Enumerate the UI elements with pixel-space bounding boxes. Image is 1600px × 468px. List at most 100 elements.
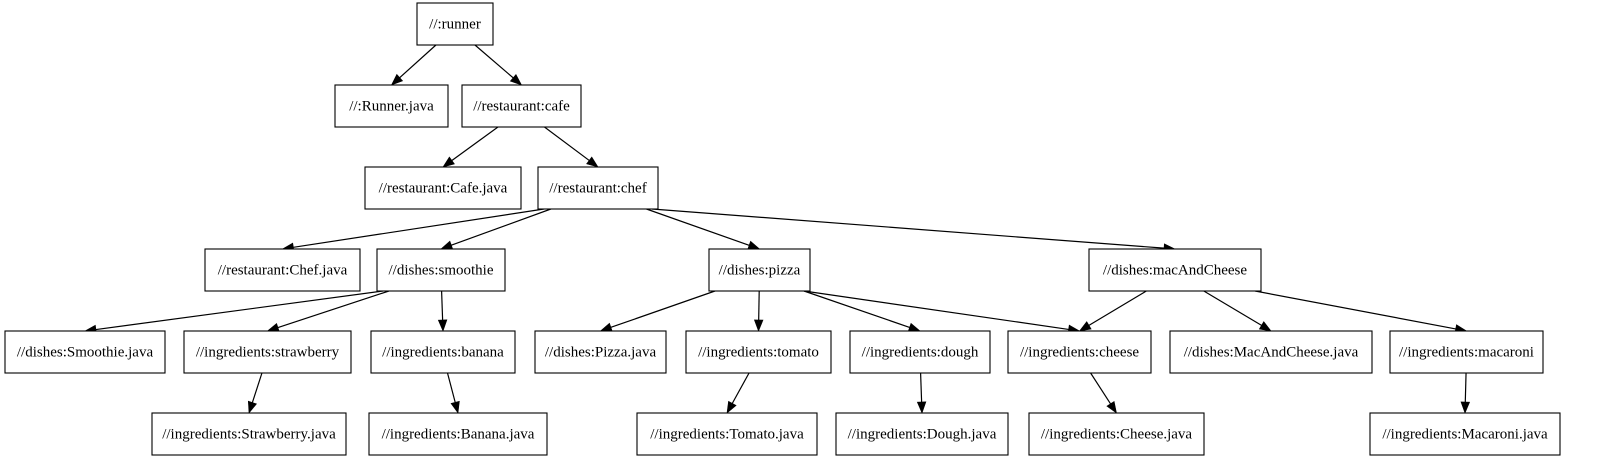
graph-node-label: //ingredients:cheese bbox=[1020, 344, 1139, 360]
graph-node-cheese-java[interactable]: //ingredients:Cheese.java bbox=[1028, 412, 1205, 456]
graph-edge-arrowhead bbox=[1106, 400, 1117, 414]
graph-edge bbox=[646, 208, 750, 246]
graph-edge bbox=[446, 372, 456, 403]
graph-node-box bbox=[1007, 330, 1152, 374]
graph-node-label: //ingredients:Macaroni.java bbox=[1382, 426, 1548, 442]
graph-node-box bbox=[204, 248, 361, 292]
graph-node-label: //dishes:MacAndCheese.java bbox=[1184, 344, 1359, 360]
graph-edge-arrowhead bbox=[437, 319, 448, 332]
graph-node-ing-tomato[interactable]: //ingredients:tomato bbox=[685, 330, 832, 374]
graph-edge bbox=[399, 44, 437, 79]
graph-node-box bbox=[537, 166, 659, 210]
graph-node-box bbox=[1369, 412, 1561, 456]
edges-layer bbox=[84, 44, 1471, 414]
graph-edge bbox=[277, 290, 390, 329]
graph-node-box bbox=[368, 412, 548, 456]
graph-edge bbox=[651, 208, 1165, 249]
graph-node-smoothie-java[interactable]: //dishes:Smoothie.java bbox=[4, 330, 166, 374]
graph-node-label: //ingredients:Strawberry.java bbox=[162, 426, 336, 442]
graph-node-ing-macaroni[interactable]: //ingredients:macaroni bbox=[1389, 330, 1544, 374]
graph-node-restaurant-chef[interactable]: //restaurant:chef bbox=[537, 166, 659, 210]
graph-edge-arrowhead bbox=[1078, 321, 1092, 332]
graph-node-label: //:runner bbox=[429, 16, 481, 32]
graph-node-box bbox=[1389, 330, 1544, 374]
graph-node-box bbox=[1088, 248, 1262, 292]
graph-node-runner[interactable]: //:runner bbox=[416, 2, 494, 46]
graph-edge-arrowhead bbox=[390, 73, 404, 86]
graph-node-box bbox=[364, 166, 522, 210]
graph-node-strawberry-java[interactable]: //ingredients:Strawberry.java bbox=[151, 412, 347, 456]
graph-node-box bbox=[370, 330, 516, 374]
graph-edge bbox=[293, 208, 545, 248]
graph-node-dishes-pizza[interactable]: //dishes:pizza bbox=[708, 248, 811, 292]
graph-node-dishes-macandcheese[interactable]: //dishes:macAndCheese bbox=[1088, 248, 1262, 292]
graph-edge-arrowhead bbox=[753, 319, 764, 332]
nodes-layer: //:runner //:Runner.java //restaurant:cafe… bbox=[4, 2, 1561, 456]
graph-node-label: //ingredients:Cheese.java bbox=[1041, 426, 1193, 442]
graph-node-ing-strawberry[interactable]: //ingredients:strawberry bbox=[183, 330, 352, 374]
graph-node-tomato-java[interactable]: //ingredients:Tomato.java bbox=[636, 412, 818, 456]
graph-node-label: //ingredients:dough bbox=[862, 344, 979, 360]
graph-node-banana-java[interactable]: //ingredients:Banana.java bbox=[368, 412, 548, 456]
graph-node-pizza-java[interactable]: //dishes:Pizza.java bbox=[534, 330, 667, 374]
graph-edge bbox=[441, 290, 444, 321]
graph-node-ing-dough[interactable]: //ingredients:dough bbox=[849, 330, 991, 374]
graph-edge bbox=[758, 290, 760, 321]
graph-edge-arrowhead bbox=[247, 400, 257, 414]
graph-node-label: //ingredients:Banana.java bbox=[382, 426, 535, 442]
graph-node-ing-banana[interactable]: //ingredients:banana bbox=[370, 330, 516, 374]
graph-node-box bbox=[1028, 412, 1205, 456]
graph-edge-arrowhead bbox=[916, 401, 927, 414]
graph-edge bbox=[251, 372, 263, 403]
graph-node-dishes-smoothie[interactable]: //dishes:smoothie bbox=[376, 248, 506, 292]
graph-node-box bbox=[461, 84, 582, 128]
graph-node-label: //restaurant:cafe bbox=[473, 98, 570, 114]
graph-edge-arrowhead bbox=[747, 240, 761, 250]
graph-edge-arrowhead bbox=[442, 156, 455, 168]
graph-node-ing-cheese[interactable]: //ingredients:cheese bbox=[1007, 330, 1152, 374]
graph-node-box bbox=[636, 412, 818, 456]
graph-node-box bbox=[183, 330, 352, 374]
graph-node-label: //dishes:Smoothie.java bbox=[17, 344, 154, 360]
graph-node-macaroni-java[interactable]: //ingredients:Macaroni.java bbox=[1369, 412, 1561, 456]
graph-node-runner-java[interactable]: //:Runner.java bbox=[334, 84, 449, 128]
graph-edge-arrowhead bbox=[1258, 321, 1272, 332]
graph-node-cafe-java[interactable]: //restaurant:Cafe.java bbox=[364, 166, 522, 210]
graph-node-restaurant-cafe[interactable]: //restaurant:cafe bbox=[461, 84, 582, 128]
graph-edge-arrowhead bbox=[450, 400, 460, 414]
graph-node-label: //:Runner.java bbox=[349, 98, 434, 114]
graph-node-label: //ingredients:strawberry bbox=[196, 344, 340, 360]
graph-node-box bbox=[1169, 330, 1373, 374]
graph-node-macandcheese-java[interactable]: //dishes:MacAndCheese.java bbox=[1169, 330, 1373, 374]
graph-node-label: //dishes:Pizza.java bbox=[545, 344, 657, 360]
graph-edge bbox=[731, 372, 750, 404]
graph-edge-arrowhead bbox=[726, 400, 737, 414]
graph-node-dough-java[interactable]: //ingredients:Dough.java bbox=[835, 412, 1009, 456]
graph-node-label: //restaurant:chef bbox=[549, 180, 646, 196]
graph-node-label: //ingredients:Tomato.java bbox=[650, 426, 804, 442]
graph-edge bbox=[803, 290, 1069, 331]
graph-edge-arrowhead bbox=[599, 322, 613, 332]
graph-node-box bbox=[151, 412, 347, 456]
graph-node-box bbox=[708, 248, 811, 292]
graph-node-box bbox=[849, 330, 991, 374]
graph-edge-arrowhead bbox=[509, 74, 523, 86]
graph-node-chef-java[interactable]: //restaurant:Chef.java bbox=[204, 248, 361, 292]
graph-edge bbox=[474, 44, 514, 79]
graph-edge-arrowhead bbox=[907, 322, 921, 332]
graph-node-label: //dishes:pizza bbox=[719, 262, 801, 278]
graph-edge-arrowhead bbox=[586, 156, 599, 168]
graph-node-label: //restaurant:Chef.java bbox=[218, 262, 348, 278]
graph-node-label: //ingredients:Dough.java bbox=[848, 426, 997, 442]
graph-node-box bbox=[685, 330, 832, 374]
graph-edge-arrowhead bbox=[1460, 401, 1471, 414]
graph-edge bbox=[610, 290, 716, 328]
graph-node-label: //restaurant:Cafe.java bbox=[379, 180, 508, 196]
graph-edge bbox=[95, 290, 384, 331]
graph-node-label: //dishes:macAndCheese bbox=[1103, 262, 1247, 278]
graph-node-box bbox=[835, 412, 1009, 456]
graph-edge-arrowhead bbox=[440, 240, 454, 250]
graph-node-label: //ingredients:macaroni bbox=[1399, 344, 1534, 360]
graph-edge bbox=[1464, 372, 1467, 403]
